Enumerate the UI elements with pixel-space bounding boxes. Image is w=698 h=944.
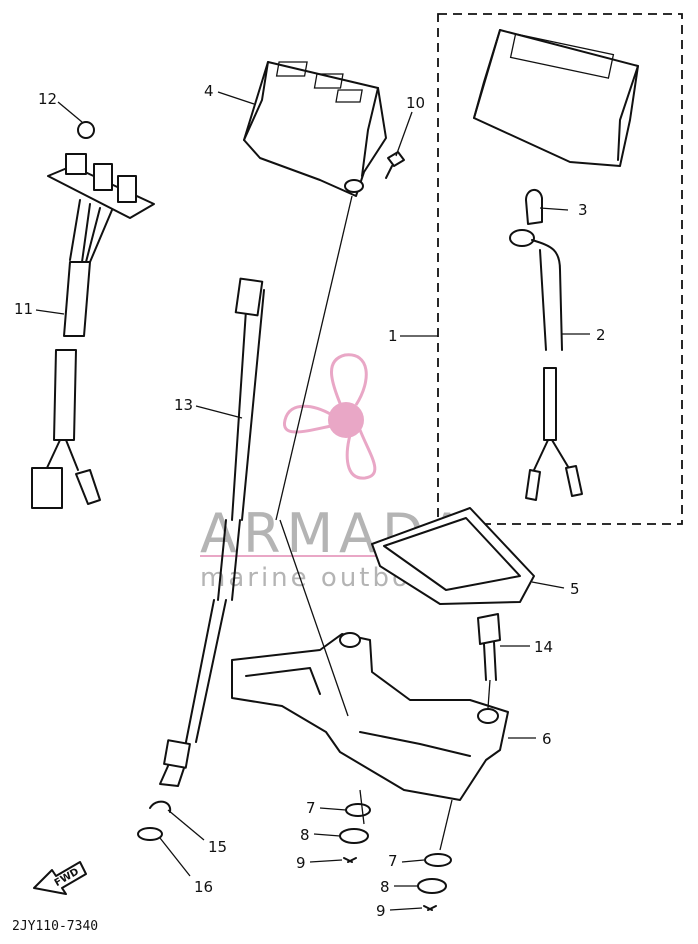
clip-part [149, 800, 172, 813]
callout-11: 11 [14, 300, 33, 318]
callout-6: 6 [542, 730, 552, 748]
callout-7a: 7 [306, 799, 316, 817]
callout-4: 4 [204, 82, 214, 100]
kit-outline [437, 13, 683, 525]
harness-part [31, 121, 155, 509]
callouts: 12 4 10 3 11 2 1 13 5 14 6 7 8 [14, 82, 606, 920]
cushion-part [371, 507, 535, 605]
callout-7b: 7 [388, 852, 398, 870]
diagram-code: 2JY110-7340 [12, 919, 98, 934]
bolt-part [477, 613, 501, 681]
callout-15: 15 [208, 838, 227, 856]
guide-line [275, 195, 353, 521]
guide-line [487, 679, 491, 709]
callout-10: 10 [406, 94, 425, 112]
socket-wire-part [509, 229, 583, 501]
callout-5: 5 [570, 580, 580, 598]
callout-12: 12 [38, 90, 57, 108]
callout-2: 2 [596, 326, 606, 344]
callout-1: 1 [388, 327, 398, 345]
guide-line [279, 519, 349, 717]
guide-line [359, 789, 365, 825]
callout-8a: 8 [300, 826, 310, 844]
o-ring-part [137, 827, 163, 841]
callout-9a: 9 [296, 854, 306, 872]
callout-16: 16 [194, 878, 213, 896]
guide-line [439, 799, 453, 851]
callout-8b: 8 [380, 878, 390, 896]
fwd-arrow-icon: FWD [33, 861, 87, 895]
kit-meter-housing-part [473, 29, 639, 167]
callout-14: 13 [174, 396, 193, 414]
callout-3: 3 [578, 201, 588, 219]
grommet-set-a [339, 803, 371, 863]
bulb-part [525, 189, 543, 225]
screw-part [385, 151, 405, 179]
propeller-logo-icon [283, 353, 377, 480]
grommet-set-b [417, 853, 452, 911]
meter-cable-part [159, 277, 265, 787]
meter-housing-part [243, 61, 387, 197]
callout-9b: 9 [376, 902, 386, 920]
meter-bracket-part [231, 632, 509, 801]
callout-13: 14 [534, 638, 553, 656]
